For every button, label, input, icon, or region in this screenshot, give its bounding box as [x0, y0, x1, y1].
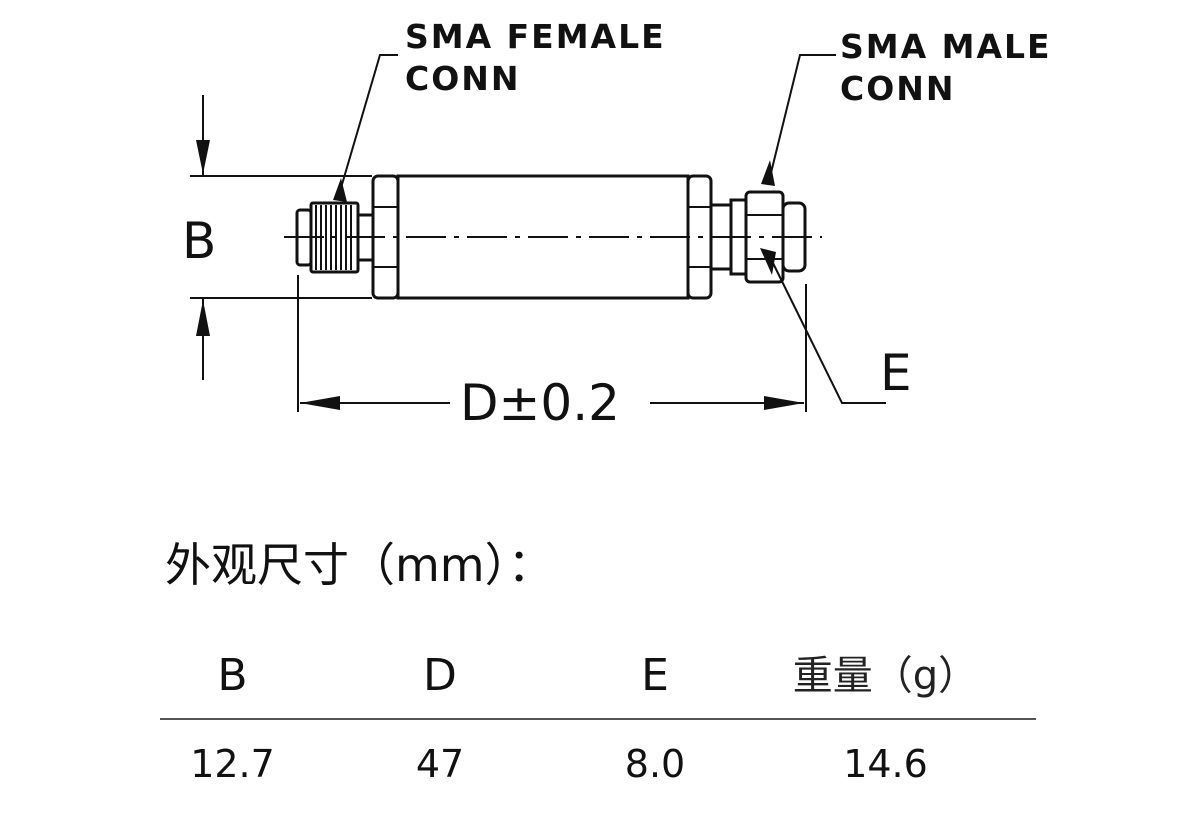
dim-d-arrow-left: [300, 396, 340, 410]
male-conn-label-line2: CONN: [840, 69, 956, 108]
technical-drawing: SMA FEMALE CONN SMA MALE CONN B D±0.2 E: [182, 17, 1052, 432]
dim-d-label: D±0.2: [460, 374, 620, 432]
dimension-b: [190, 95, 372, 380]
female-leader-line: [337, 54, 398, 199]
header-weight: 重量（g）: [792, 653, 979, 699]
sma-female-connector: [295, 201, 375, 274]
dim-d-arrow-right: [764, 396, 804, 410]
dim-b-arrow-down: [196, 140, 210, 174]
dim-b-label: B: [182, 212, 216, 270]
header-b: B: [217, 650, 248, 701]
e-leader-line: [769, 256, 886, 404]
header-d: D: [423, 650, 457, 701]
male-leader-line: [767, 54, 836, 186]
table-divider: [160, 718, 1036, 720]
female-conn-label-line2: CONN: [405, 59, 521, 98]
table-header-row: B D E 重量（g）: [160, 640, 1036, 718]
female-conn-label-line1: SMA FEMALE: [405, 17, 666, 56]
dim-e-label: E: [880, 344, 912, 402]
cell-d-value: 47: [415, 742, 465, 786]
cell-weight-value: 14.6: [843, 742, 928, 786]
dim-b-arrow-up: [196, 300, 210, 336]
male-leader-arrow: [761, 160, 775, 186]
cell-b-value: 12.7: [190, 742, 275, 786]
female-leader-arrow: [333, 178, 347, 202]
header-e: E: [641, 650, 669, 701]
dimensions-table: B D E 重量（g） 12.7 47 8.0 14.6: [160, 640, 1036, 810]
male-conn-label-line1: SMA MALE: [840, 27, 1052, 66]
sma-male-connector: [709, 190, 807, 284]
table-row: 12.7 47 8.0 14.6: [160, 720, 1036, 810]
e-leader-arrow: [760, 248, 776, 275]
dimensions-title: 外观尺寸（mm）：: [165, 538, 554, 592]
cell-e-value: 8.0: [624, 742, 686, 786]
